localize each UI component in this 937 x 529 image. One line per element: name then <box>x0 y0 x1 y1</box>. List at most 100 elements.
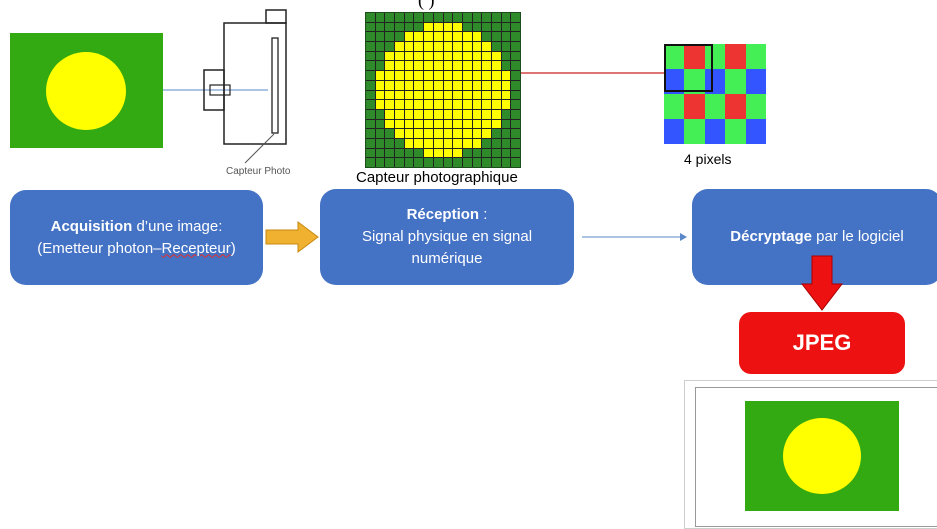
sensor-cell-yellow <box>472 129 482 138</box>
sensor-cell-green <box>462 22 472 32</box>
sensor-cell-yellow <box>404 90 414 100</box>
sensor-cell-yellow <box>453 42 462 51</box>
sensor-cell-yellow <box>424 61 433 71</box>
sensor-cell-green <box>395 13 404 22</box>
sensor-cell-yellow <box>453 71 462 80</box>
bayer-cell-red <box>684 94 705 119</box>
acquisition-line1: Acquisition d’une image: <box>51 216 223 238</box>
sensor-cell-yellow <box>395 119 404 129</box>
sensor-cell-yellow <box>462 71 472 80</box>
sensor-cell-yellow <box>462 61 472 71</box>
bayer-cell-red <box>684 44 705 69</box>
sensor-cell-yellow <box>414 119 424 129</box>
sensor-cell-yellow <box>453 22 462 32</box>
sensor-cell-yellow <box>414 90 424 100</box>
sensor-cell-green <box>433 13 443 22</box>
sensor-cell-yellow <box>453 61 462 71</box>
bayer-cell-red <box>725 44 746 69</box>
sensor-cell-green <box>375 119 385 129</box>
sensor-cell-yellow <box>385 90 395 100</box>
sensor-cell-green <box>501 119 511 129</box>
sensor-cell-green <box>511 71 520 80</box>
sensor-cell-yellow <box>414 71 424 80</box>
sensor-cell-green <box>511 109 520 119</box>
sensor-cell-yellow <box>433 90 443 100</box>
sensor-cell-green <box>366 100 375 109</box>
sensor-cell-yellow <box>433 138 443 148</box>
sensor-cell-yellow <box>462 138 472 148</box>
sensor-cell-green <box>404 13 414 22</box>
sensor-cell-green <box>443 158 453 167</box>
sensor-cell-green <box>462 148 472 158</box>
sensor-cell-yellow <box>404 61 414 71</box>
sensor-cell-yellow <box>395 42 404 51</box>
sensor-cell-green <box>375 148 385 158</box>
bayer-cell-green <box>725 69 746 94</box>
camera-sensor <box>271 37 279 134</box>
sensor-cell-yellow <box>482 119 491 129</box>
bayer-pixel-grid <box>664 44 766 144</box>
output-frame-inner <box>695 387 937 527</box>
reception-title: Réception <box>406 206 480 223</box>
sensor-cell-green <box>453 158 462 167</box>
sensor-cell-green <box>482 22 491 32</box>
camera-top <box>265 9 287 24</box>
sensor-cell-green <box>375 42 385 51</box>
sensor-cell-yellow <box>482 51 491 61</box>
sensor-cell-green <box>501 42 511 51</box>
sensor-cell-yellow <box>491 100 501 109</box>
sensor-cell-yellow <box>414 138 424 148</box>
sensor-cell-green <box>395 32 404 42</box>
sensor-cell-green <box>366 129 375 138</box>
sensor-cell-yellow <box>482 42 491 51</box>
sensor-cell-yellow <box>395 71 404 80</box>
bayer-cell-green <box>704 44 726 69</box>
sensor-cell-green <box>511 138 520 148</box>
bayer-cell-green <box>664 44 685 69</box>
sensor-cell-green <box>511 90 520 100</box>
sensor-cell-green <box>375 158 385 167</box>
sensor-cell-green <box>404 22 414 32</box>
sensor-cell-green <box>511 100 520 109</box>
sensor-cell-green <box>414 22 424 32</box>
sensor-cell-green <box>511 42 520 51</box>
output-yellow-circle <box>783 418 861 494</box>
sensor-cell-yellow <box>491 51 501 61</box>
sensor-cell-green <box>501 158 511 167</box>
sensor-cell-yellow <box>482 90 491 100</box>
reception-line3: numérique <box>411 250 483 267</box>
sensor-cell-green <box>462 13 472 22</box>
sensor-cell-yellow <box>414 51 424 61</box>
sensor-cell-yellow <box>424 138 433 148</box>
sensor-cell-yellow <box>433 100 443 109</box>
sensor-cell-yellow <box>472 90 482 100</box>
sensor-cell-yellow <box>433 51 443 61</box>
sensor-cell-green <box>366 119 375 129</box>
sensor-cell-green <box>395 158 404 167</box>
sensor-cell-green <box>366 22 375 32</box>
sensor-cell-yellow <box>491 109 501 119</box>
sensor-cell-yellow <box>424 129 433 138</box>
sensor-cell-green <box>482 158 491 167</box>
output-frame <box>684 380 937 529</box>
sensor-cell-yellow <box>462 90 472 100</box>
camera-drawing: ( ) <box>163 0 664 164</box>
camera-lens-outer <box>203 69 225 111</box>
sensor-cell-yellow <box>375 90 385 100</box>
sensor-cell-yellow <box>404 138 414 148</box>
sensor-cell-yellow <box>395 51 404 61</box>
sensor-cell-yellow <box>491 119 501 129</box>
sensor-cell-yellow <box>424 42 433 51</box>
sensor-cell-green <box>472 148 482 158</box>
sensor-cell-yellow <box>404 100 414 109</box>
sensor-cell-yellow <box>404 42 414 51</box>
sensor-cell-yellow <box>375 100 385 109</box>
sensor-cell-yellow <box>482 129 491 138</box>
sensor-cell-green <box>453 13 462 22</box>
sensor-cell-yellow <box>424 51 433 61</box>
sensor-cell-yellow <box>472 138 482 148</box>
sensor-cell-yellow <box>501 90 511 100</box>
sensor-cell-yellow <box>395 100 404 109</box>
sensor-cell-yellow <box>424 100 433 109</box>
acquisition-subtitle: d’une image: <box>132 217 223 235</box>
